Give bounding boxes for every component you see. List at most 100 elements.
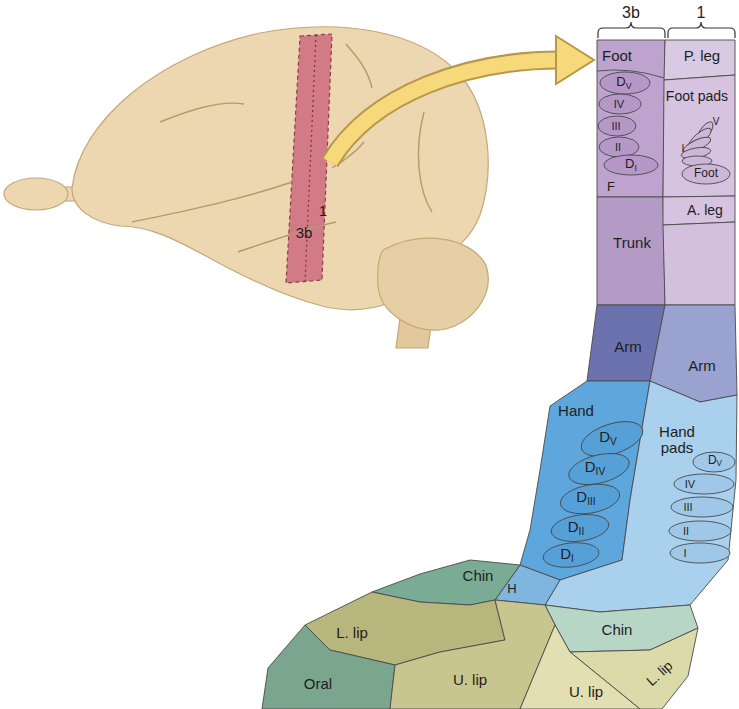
label-block: Foot bbox=[602, 48, 632, 65]
map-region: L. lip bbox=[336, 625, 368, 642]
map-region: IV bbox=[685, 478, 695, 490]
label-block: DI bbox=[625, 157, 637, 173]
region-label: U. lip bbox=[569, 683, 603, 700]
label-block: DII bbox=[568, 519, 585, 537]
region-label: Hand bbox=[558, 402, 594, 419]
label-block: II bbox=[615, 141, 621, 153]
region-label: IV bbox=[685, 478, 695, 490]
region-label: D bbox=[625, 156, 634, 171]
label-block: II bbox=[683, 525, 689, 537]
label-block: Oral bbox=[304, 676, 332, 693]
label-block: Arm bbox=[614, 339, 642, 356]
region-label: II bbox=[615, 141, 621, 153]
label-block: DIII bbox=[576, 489, 595, 507]
label-block: L. lip bbox=[336, 625, 368, 642]
map-region: DV bbox=[708, 454, 722, 469]
map-region: H bbox=[507, 582, 516, 596]
region-label: H bbox=[507, 581, 516, 596]
region-label: A. leg bbox=[687, 202, 723, 218]
region-label: U. lip bbox=[453, 671, 487, 688]
subscript-label: V bbox=[610, 436, 617, 447]
label-block: P. leg bbox=[684, 48, 720, 65]
label-block: Hand bbox=[558, 403, 594, 420]
map-region: A. leg bbox=[687, 203, 723, 218]
area-label: 1 bbox=[697, 4, 706, 22]
region-label: IV bbox=[614, 98, 624, 110]
label-block: Hand pads bbox=[651, 424, 703, 457]
map-region: DI bbox=[560, 546, 574, 564]
region-label: Hand pads bbox=[659, 423, 695, 457]
label-block: DV bbox=[708, 454, 722, 469]
region-label: Chin bbox=[463, 567, 494, 584]
region-label: D bbox=[708, 453, 717, 467]
label-block: DV bbox=[616, 75, 631, 91]
label-block: IV bbox=[685, 478, 695, 490]
subscript-label: III bbox=[587, 496, 596, 507]
region-label: Chin bbox=[602, 621, 633, 638]
area-label: 3b bbox=[622, 4, 640, 22]
label-block: H bbox=[507, 582, 516, 596]
label-block: U. lip bbox=[453, 672, 487, 689]
map-region: DII bbox=[568, 519, 585, 537]
label-block: I bbox=[683, 547, 686, 559]
pointer-arrow bbox=[330, 36, 594, 162]
map-region: U. lip bbox=[453, 672, 487, 689]
map-region: Chin bbox=[463, 568, 494, 585]
region-label: D bbox=[568, 518, 579, 535]
map-region: Arm bbox=[614, 339, 642, 356]
map-region: Trunk bbox=[613, 235, 651, 252]
map-region: I bbox=[682, 143, 685, 154]
label-block: DIV bbox=[585, 459, 605, 477]
region-label: F bbox=[607, 179, 615, 194]
region-label: III bbox=[683, 501, 692, 513]
map-region: DV bbox=[616, 75, 631, 91]
region-label: Arm bbox=[614, 338, 642, 355]
area-bracket bbox=[598, 22, 735, 38]
map-region: Foot bbox=[694, 167, 718, 180]
map-region: U. lip bbox=[569, 684, 603, 701]
label-block: Arm bbox=[688, 358, 716, 375]
area-label: 3b bbox=[296, 225, 313, 242]
region-label: D bbox=[585, 458, 596, 475]
brain-drawing bbox=[4, 27, 488, 348]
subscript-label: II bbox=[579, 526, 585, 537]
label-block: III bbox=[683, 501, 692, 513]
label-block: Foot bbox=[694, 167, 718, 180]
region-label: D bbox=[616, 74, 625, 89]
region-label: Foot bbox=[602, 47, 632, 64]
region-label: D bbox=[599, 428, 610, 445]
map-region: DI bbox=[625, 157, 637, 173]
region-label: II bbox=[683, 525, 689, 537]
map-region: DIII bbox=[576, 489, 595, 507]
somatotopic-map bbox=[262, 40, 737, 709]
map-region: II bbox=[615, 141, 621, 153]
map-region: Oral bbox=[304, 676, 332, 693]
subscript-label: I bbox=[571, 553, 574, 564]
region-label: D bbox=[560, 545, 571, 562]
region-label: D bbox=[576, 488, 587, 505]
map-region: Chin bbox=[602, 622, 633, 639]
map-region: DIV bbox=[585, 459, 605, 477]
subscript-label: V bbox=[717, 460, 722, 469]
subscript-label: IV bbox=[596, 466, 606, 477]
label-block: Chin bbox=[602, 622, 633, 639]
label-block: DV bbox=[599, 429, 617, 447]
map-region: III bbox=[683, 501, 692, 513]
region-label: I bbox=[683, 547, 686, 559]
label-block: DI bbox=[560, 546, 574, 564]
map-region: P. leg bbox=[684, 48, 720, 65]
region-label: Foot bbox=[694, 166, 718, 180]
label-block: I bbox=[682, 143, 685, 154]
region-label: P. leg bbox=[684, 47, 720, 64]
area-label: 1 bbox=[319, 203, 327, 220]
label-block: III bbox=[611, 120, 620, 132]
map-region: Foot bbox=[602, 48, 632, 65]
region-label: I bbox=[682, 143, 685, 154]
label-block: Foot pads bbox=[666, 89, 728, 104]
label-block: IV bbox=[614, 98, 624, 110]
region-label: V bbox=[713, 116, 720, 127]
map-region: I bbox=[683, 547, 686, 559]
region-label: Foot pads bbox=[666, 88, 728, 104]
subscript-label: I bbox=[634, 162, 636, 172]
map-region-group: Hand padsDVIVIIIIII bbox=[640, 395, 738, 610]
